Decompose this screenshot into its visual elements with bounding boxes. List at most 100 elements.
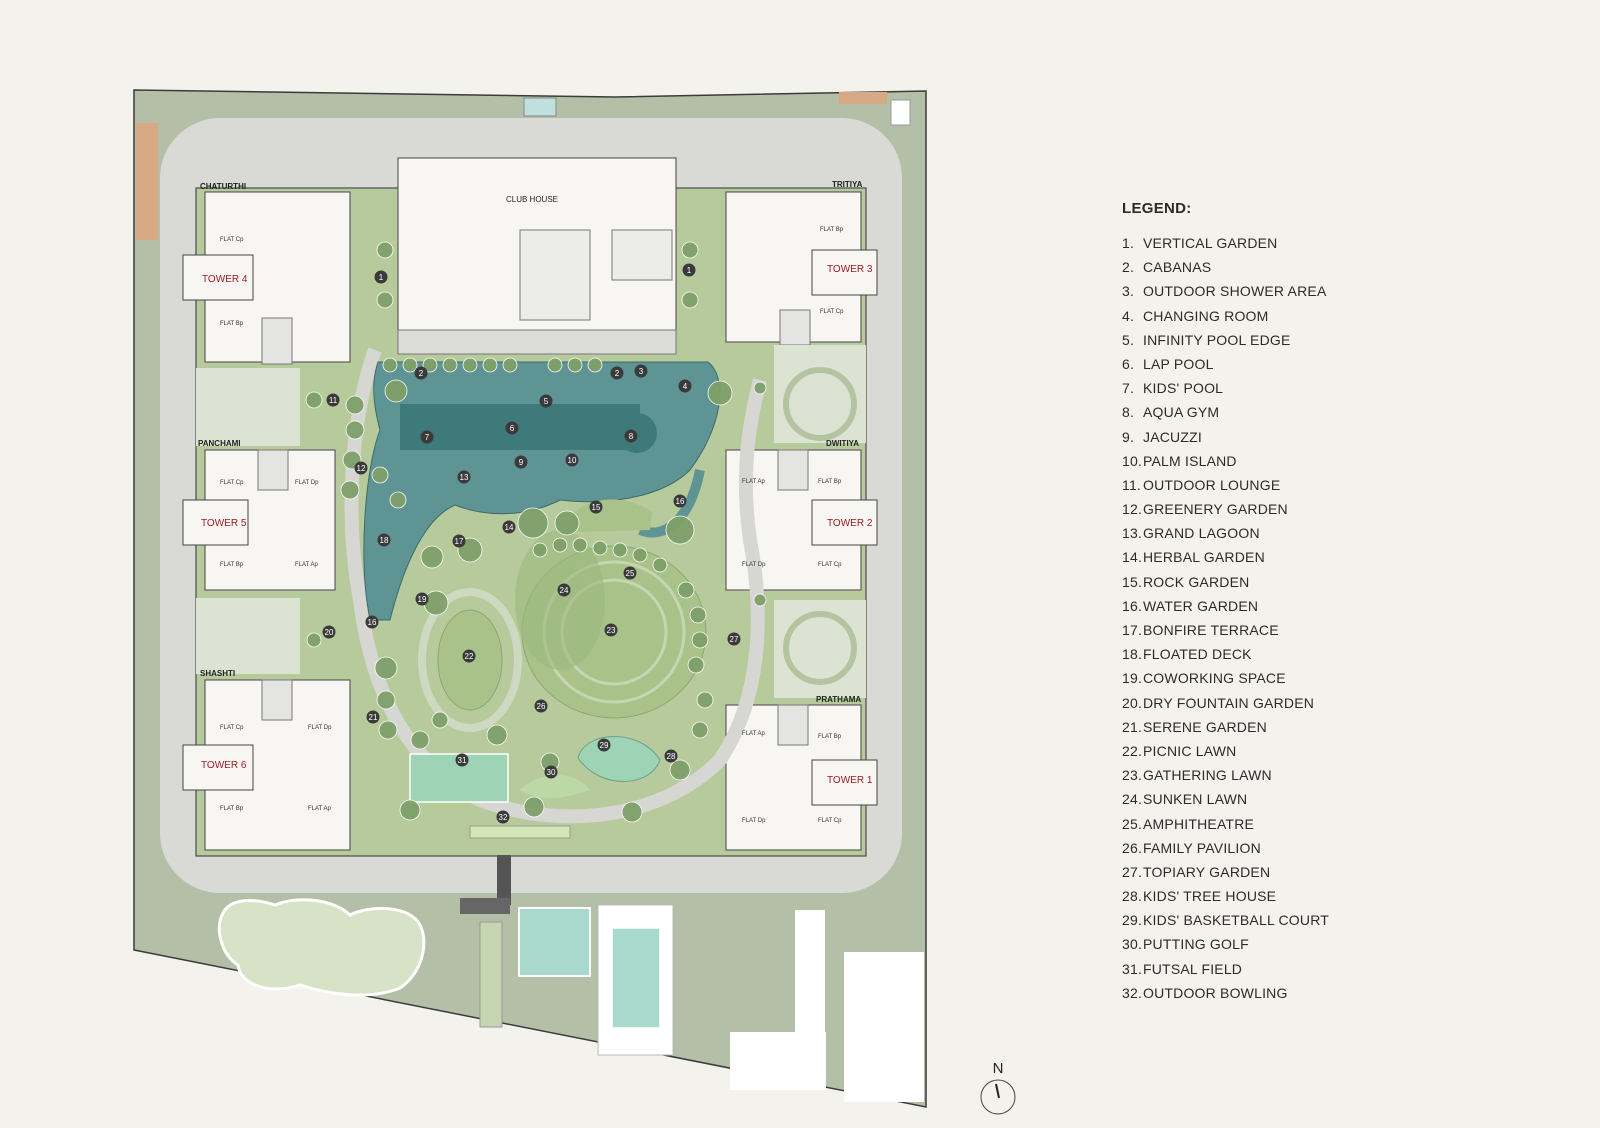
legend-item-number: 18. (1122, 646, 1143, 663)
flat-label: FLAT Bp (818, 479, 842, 485)
legend-item-label: FLOATED DECK (1143, 646, 1252, 663)
amenity-marker-number: 16 (368, 618, 377, 627)
legend-item-number: 12. (1122, 501, 1143, 518)
club-house-courtyard (519, 229, 591, 321)
tower-label-2: TOWER 2 (827, 518, 873, 529)
amenity-marker-number: 1 (379, 273, 384, 282)
club-house-label: CLUB HOUSE (506, 195, 558, 204)
legend-item: 15.ROCK GARDEN (1122, 570, 1329, 594)
legend-item-label: OUTDOOR BOWLING (1143, 984, 1288, 1001)
garden-east-lower-ring (783, 611, 857, 685)
legend-item: 21.SERENE GARDEN (1122, 715, 1329, 739)
legend-item-number: 20. (1122, 694, 1143, 711)
south-ramp-landing (460, 898, 510, 914)
rock-garden (568, 499, 652, 532)
tower-label-1: TOWER 1 (827, 775, 873, 786)
legend-item-number: 22. (1122, 742, 1143, 759)
legend-item-number: 28. (1122, 888, 1143, 905)
legend-item-label: KIDS' TREE HOUSE (1143, 888, 1277, 905)
legend-item-label: OUTDOOR SHOWER AREA (1143, 283, 1327, 300)
amenity-marker-number: 30 (547, 768, 556, 777)
legend-item-number: 31. (1122, 960, 1143, 977)
flat-label: FLAT Bp (220, 806, 244, 812)
amenity-marker-dot (604, 623, 618, 637)
amenity-marker-number: 23 (607, 626, 616, 635)
legend-item-number: 30. (1122, 936, 1143, 953)
amenity-marker-number: 14 (505, 523, 514, 532)
amenity-marker-dot (462, 649, 476, 663)
legend-item-number: 16. (1122, 597, 1143, 614)
amenity-marker: 6 (505, 421, 519, 435)
legend-item-number: 21. (1122, 718, 1143, 735)
lap-pool (400, 404, 640, 450)
flat-label: FLAT Cp (818, 818, 842, 824)
amenity-marker: 10 (565, 453, 579, 467)
amenity-marker-dot (502, 520, 516, 534)
entry-gate (839, 92, 887, 104)
legend-item: 18.FLOATED DECK (1122, 642, 1329, 666)
north-label: N (993, 1060, 1004, 1077)
legend-item-label: ROCK GARDEN (1143, 573, 1250, 590)
legend-item-number: 7. (1122, 380, 1135, 397)
flat-label: FLAT Ap (742, 479, 765, 485)
amenity-marker-number: 31 (458, 756, 467, 765)
amenity-marker-number: 8 (629, 432, 634, 441)
garden-east-upper-ring (783, 367, 857, 441)
neighbour-building-b (844, 952, 924, 1102)
amenity-marker-number: 11 (329, 396, 338, 405)
legend-item-label: DRY FOUNTAIN GARDEN (1143, 694, 1315, 711)
amenity-marker-dot (557, 583, 571, 597)
neighbour-building-c (730, 1032, 826, 1090)
amenity-marker: 29 (597, 738, 611, 752)
legend-item-label: GATHERING LAWN (1143, 767, 1272, 784)
amenity-marker-number: 16 (676, 497, 685, 506)
legend-item: 17.BONFIRE TERRACE (1122, 618, 1329, 642)
tower-label-4: TOWER 4 (202, 274, 248, 285)
amenity-marker-number: 20 (325, 628, 334, 637)
legend-item-label: GRAND LAGOON (1143, 525, 1260, 542)
amenity-marker-dot (326, 393, 340, 407)
amenity-marker: 20 (322, 625, 336, 639)
amenity-marker-dot (610, 366, 624, 380)
amenity-marker-number: 28 (667, 752, 676, 761)
amenity-marker-number: 13 (460, 473, 469, 482)
amenity-marker: 21 (366, 710, 380, 724)
amenity-marker: 2 (610, 366, 624, 380)
amenity-marker-number: 3 (639, 367, 644, 376)
legend-item-label: KIDS' BASKETBALL COURT (1143, 912, 1330, 929)
legend-item: 29.KIDS' BASKETBALL COURT (1122, 908, 1329, 932)
amenity-marker-dot (420, 430, 434, 444)
legend-item-number: 27. (1122, 863, 1143, 880)
site-plan-map: CLUB HOUSE (133, 89, 1016, 1115)
legend-item: 7.KIDS' POOL (1122, 376, 1329, 400)
brick-path (136, 123, 158, 240)
amenity-marker: 15 (589, 500, 603, 514)
legend-item-number: 4. (1122, 307, 1135, 324)
legend-item-number: 8. (1122, 404, 1135, 421)
north-entry (523, 97, 557, 117)
amenity-marker: 4 (678, 379, 692, 393)
amenity-marker: 1 (374, 270, 388, 284)
legend-item-label: TOPIARY GARDEN (1143, 863, 1271, 880)
flat-label: FLAT Cp (818, 562, 842, 568)
amenity-marker-number: 19 (418, 595, 427, 604)
amenity-marker-number: 32 (499, 813, 508, 822)
amenity-marker: 8 (624, 429, 638, 443)
tower-block-4 (182, 191, 351, 365)
compass-needle (995, 1083, 1000, 1099)
amenity-marker-dot (514, 455, 528, 469)
legend-item: 32.OUTDOOR BOWLING (1122, 981, 1329, 1005)
amenity-marker: 32 (496, 810, 510, 824)
amenity-marker-number: 7 (425, 433, 430, 442)
amenity-marker: 7 (420, 430, 434, 444)
legend-item-label: CABANAS (1143, 259, 1212, 276)
legend-item: 8.AQUA GYM (1122, 400, 1329, 424)
legend-item: 11.OUTDOOR LOUNGE (1122, 473, 1329, 497)
garden-west-lower (196, 598, 300, 674)
amenity-marker: 9 (514, 455, 528, 469)
wing-label-tritiya: TRITIYA (832, 180, 863, 189)
legend-item-label: GREENERY GARDEN (1143, 501, 1288, 518)
legend-item-label: WATER GARDEN (1143, 597, 1259, 614)
